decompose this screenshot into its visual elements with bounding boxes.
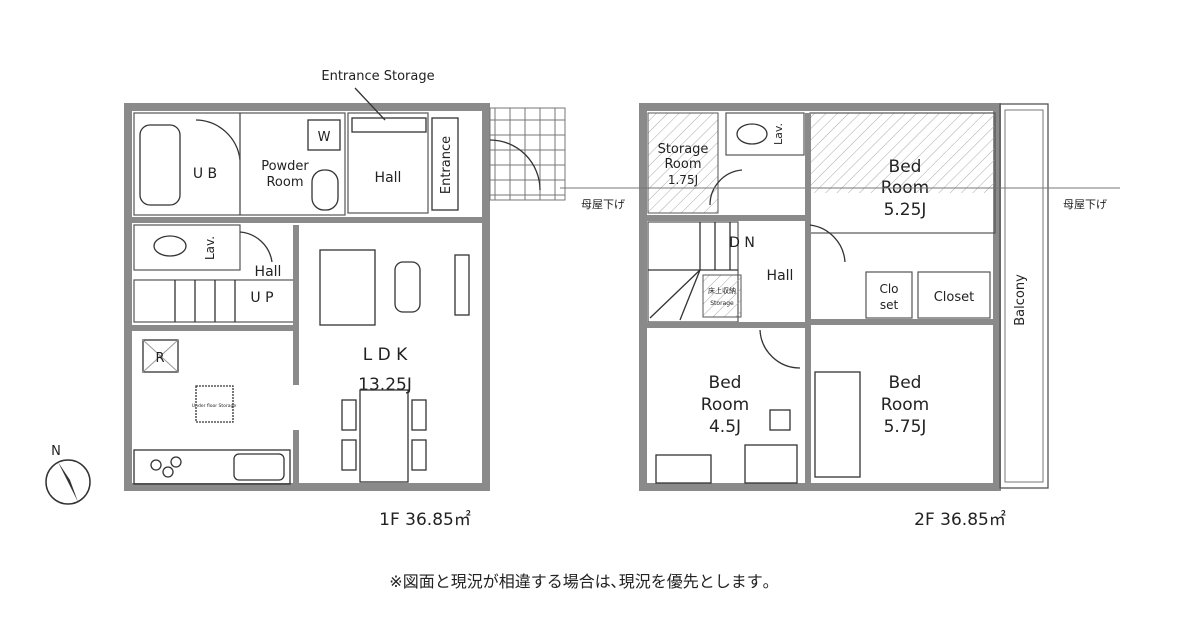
hall-label: Hall [255, 264, 282, 280]
storage-door-swing [709, 169, 743, 206]
entrance-porch-tiles [489, 107, 566, 201]
closet-label: Closet [934, 290, 975, 305]
balcony [999, 103, 1049, 489]
bedroom-left-label-1: Bed [709, 373, 742, 393]
bedroom-right-label-1: Bed [889, 373, 922, 393]
kitchen-sink [233, 453, 285, 481]
storage-room [647, 112, 719, 214]
toilet-room-2f [725, 112, 805, 156]
toilet-room [133, 224, 241, 271]
storage-room-label-1: Storage [658, 142, 709, 157]
coffee-table [394, 261, 421, 313]
disclaimer-note: ※図面と現況が相違する場合は､現況を優先とします｡ [389, 572, 770, 591]
lav-label: Lav. [203, 236, 217, 260]
refrigerator-label: R [155, 351, 164, 366]
refrigerator-space [142, 339, 179, 373]
floor-storage-label-en: Storage [710, 300, 734, 307]
second-floor-outer-wall [639, 103, 1001, 491]
entrance-label: Entrance [439, 136, 454, 194]
bedroom-left-size: 4.5J [709, 417, 741, 437]
toilet-icon-2f [736, 123, 768, 145]
entrance-door-swing [489, 139, 541, 191]
washer-label: W [318, 130, 331, 145]
powder-room-label-2: Room [266, 175, 303, 190]
bedroom-left-door-swing [759, 329, 801, 369]
bedroom-top-size: 5.25J [884, 200, 927, 220]
sofa [319, 249, 376, 326]
washer-box [307, 119, 341, 151]
hall-label-2f: Hall [767, 268, 794, 284]
desk-left [744, 444, 798, 484]
compass-circle [45, 459, 91, 505]
lav-label-2f: Lav. [772, 123, 785, 145]
stove-icon [150, 456, 182, 478]
compass-arrow-icon [58, 462, 78, 502]
entrance-storage-leader [354, 87, 386, 121]
up-label: U P [250, 290, 273, 306]
under-floor-storage [195, 385, 234, 423]
dining-chairs [341, 399, 427, 471]
small-closet-label-1: Clo [879, 282, 898, 296]
first-floor-outer-wall [124, 103, 490, 491]
floor-storage [702, 274, 742, 318]
dining-table [359, 389, 409, 483]
toilet-icon [153, 235, 187, 257]
storage-room-size: 1.75J [668, 173, 698, 187]
bath-door-swing [195, 119, 241, 161]
small-closet [865, 271, 913, 319]
stair-treads-2f [648, 222, 738, 321]
toilet-door-swing [239, 231, 273, 263]
ldk-size: 13.25J [358, 375, 412, 395]
second-floor-area: 2F 36.85㎡ [914, 510, 1006, 530]
bedroom-right-size: 5.75J [884, 417, 927, 437]
entrance-storage [351, 117, 427, 133]
balcony-label: Balcony [1013, 274, 1028, 326]
bedroom-top-label-1: Bed [889, 157, 922, 177]
powder-room [239, 112, 346, 216]
storage-room-label-2: Room [664, 157, 701, 172]
powder-room-label-1: Powder [261, 159, 309, 174]
north-compass: N [45, 444, 91, 505]
tv-board [454, 254, 470, 316]
ldk-label: L D K [363, 345, 408, 365]
entrance-hall [347, 112, 429, 214]
sink [311, 169, 339, 211]
small-closet-label-2: set [880, 298, 899, 312]
unit-bath [133, 112, 241, 216]
refrigerator-cross-2 [142, 339, 179, 373]
compass-north-label: N [51, 444, 61, 459]
stair-treads [174, 280, 236, 322]
floor-storage-label-jp: 床上収納 [708, 286, 736, 295]
second-floor: Balcony Storage Room 1.75J Lav. Bed Room… [560, 103, 1120, 530]
roof-lower-right: 母屋下げ [1063, 198, 1107, 211]
bed-right [814, 371, 861, 478]
first-floor-area: 1F 36.85㎡ [379, 510, 471, 530]
bedroom-left-label-2: Room [701, 395, 749, 415]
bathtub [139, 124, 181, 206]
roof-lower-left: 母屋下げ [581, 198, 625, 211]
bedroom-top-hatched [810, 113, 995, 193]
kitchen-counter [133, 449, 291, 485]
under-floor-storage-label: Under floor Storage [192, 403, 237, 409]
ub-label: U B [193, 166, 217, 182]
entrance-storage-label: Entrance Storage [321, 69, 434, 84]
bedroom-right-label-2: Room [881, 395, 929, 415]
bedroom-door-swing [809, 224, 846, 263]
balcony-inner [1004, 109, 1044, 483]
entrance [431, 117, 459, 211]
dn-label: D N [729, 235, 755, 251]
first-floor: U B W Powder Room Hall Entrance Entrance… [124, 69, 566, 530]
chair-left [769, 409, 791, 431]
entrance-hall-label: Hall [375, 170, 402, 186]
closet [917, 271, 991, 319]
bed-left [655, 454, 712, 484]
